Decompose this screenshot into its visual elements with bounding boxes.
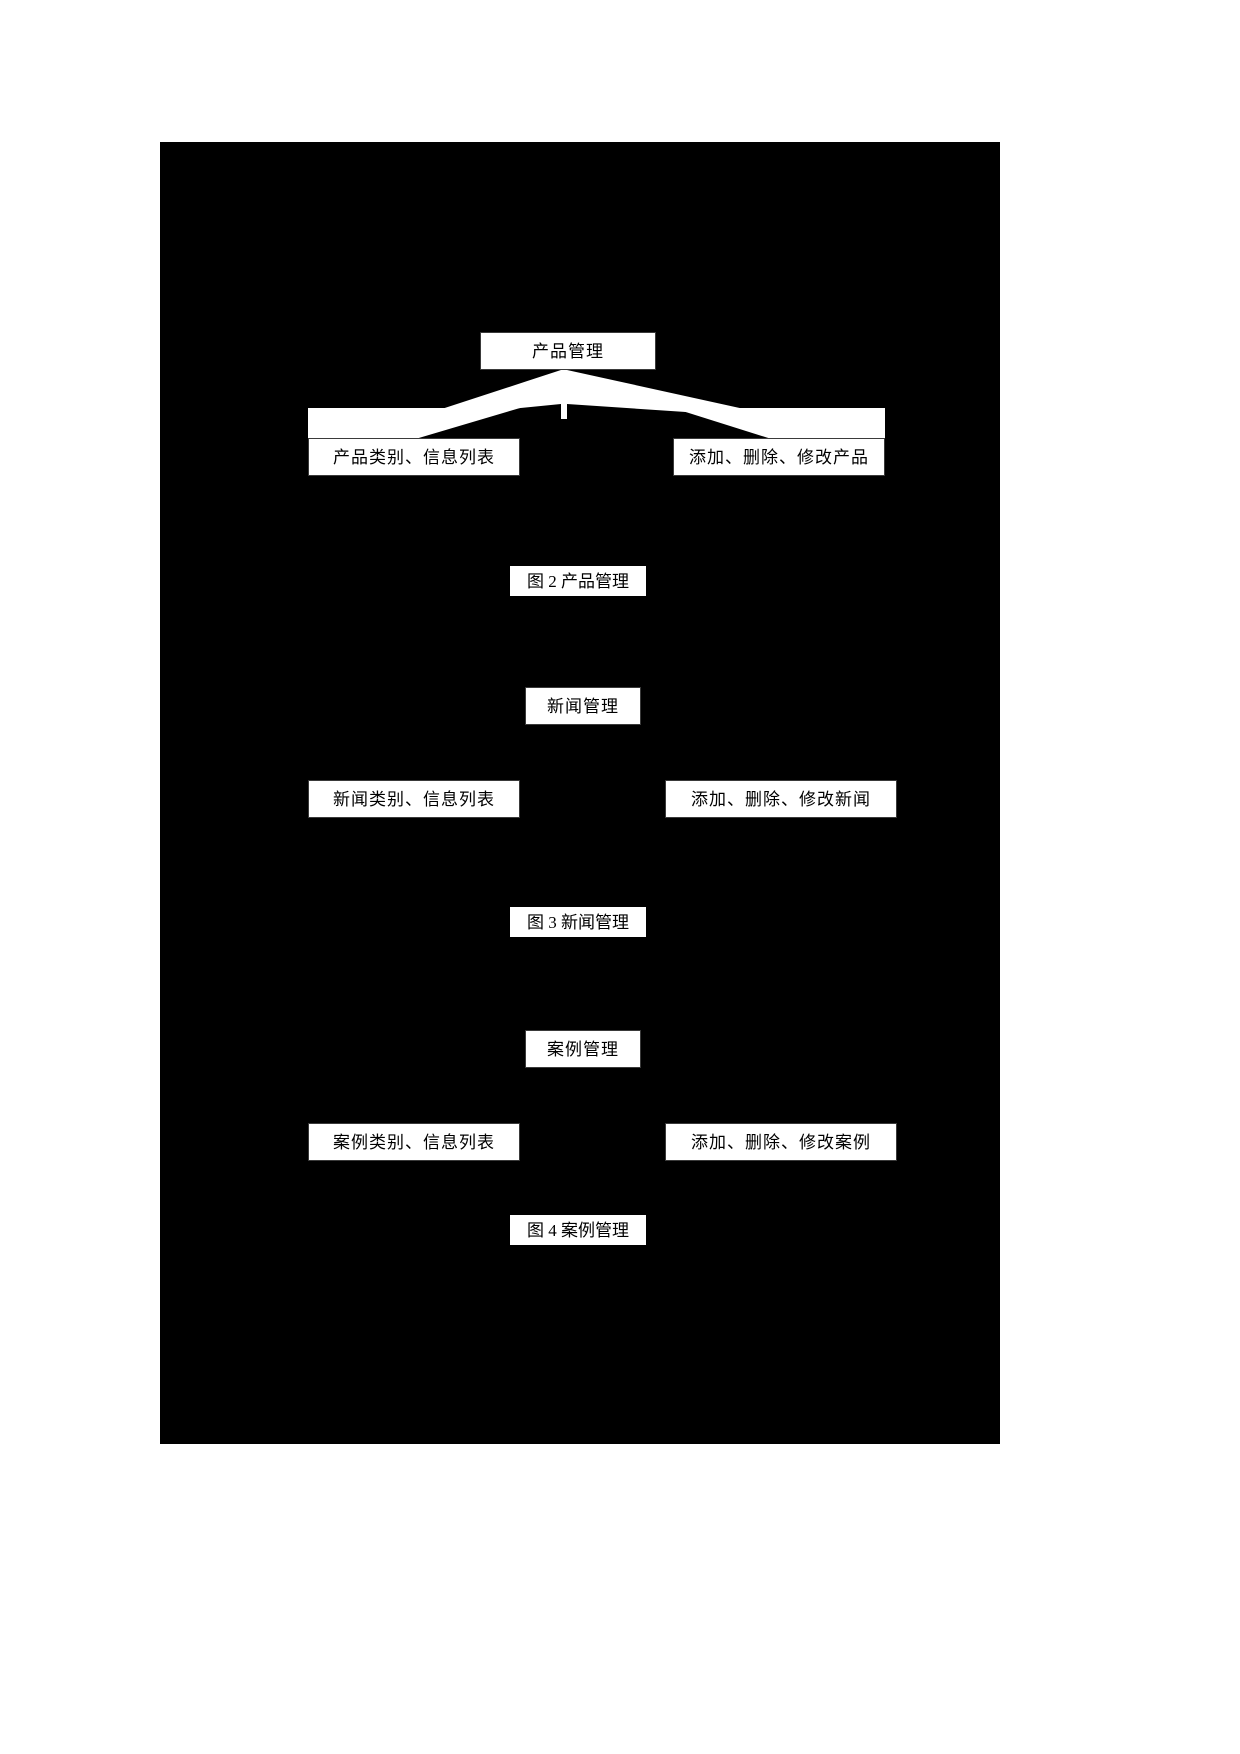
product-management-child-box-2[interactable]: 添加、删除、修改产品 xyxy=(673,438,885,476)
case-management-root-label: 案例管理 xyxy=(547,1039,619,1059)
news-management-child-label-2: 添加、删除、修改新闻 xyxy=(691,789,871,809)
news-management-child-box-2[interactable]: 添加、删除、修改新闻 xyxy=(665,780,897,818)
product-management-child-label-2: 添加、删除、修改产品 xyxy=(689,447,869,467)
figure-caption-4: 图 4 案例管理 xyxy=(510,1215,646,1245)
product-management-root-box[interactable]: 产品管理 xyxy=(480,332,656,370)
case-management-child-box-1[interactable]: 案例类别、信息列表 xyxy=(308,1123,520,1161)
figure-caption-4-text: 图 4 案例管理 xyxy=(527,1220,629,1240)
news-management-child-box-1[interactable]: 新闻类别、信息列表 xyxy=(308,780,520,818)
figure-caption-3-text: 图 3 新闻管理 xyxy=(527,912,629,932)
document-page-canvas: 产品管理 产品类别、信息列表 添加、删除、修改产品 图 2 产品管理 新闻管理 … xyxy=(160,142,1000,1444)
news-management-root-label: 新闻管理 xyxy=(547,696,619,716)
figure-caption-2: 图 2 产品管理 xyxy=(510,566,646,596)
case-management-root-box[interactable]: 案例管理 xyxy=(525,1030,641,1068)
product-management-root-label: 产品管理 xyxy=(532,341,604,361)
case-management-child-box-2[interactable]: 添加、删除、修改案例 xyxy=(665,1123,897,1161)
figure-caption-2-text: 图 2 产品管理 xyxy=(527,571,629,591)
product-management-child-label-1: 产品类别、信息列表 xyxy=(333,447,495,467)
figure-caption-3: 图 3 新闻管理 xyxy=(510,907,646,937)
news-management-child-label-1: 新闻类别、信息列表 xyxy=(333,789,495,809)
case-management-child-label-1: 案例类别、信息列表 xyxy=(333,1132,495,1152)
product-management-child-box-1[interactable]: 产品类别、信息列表 xyxy=(308,438,520,476)
case-management-child-label-2: 添加、删除、修改案例 xyxy=(691,1132,871,1152)
news-management-root-box[interactable]: 新闻管理 xyxy=(525,687,641,725)
